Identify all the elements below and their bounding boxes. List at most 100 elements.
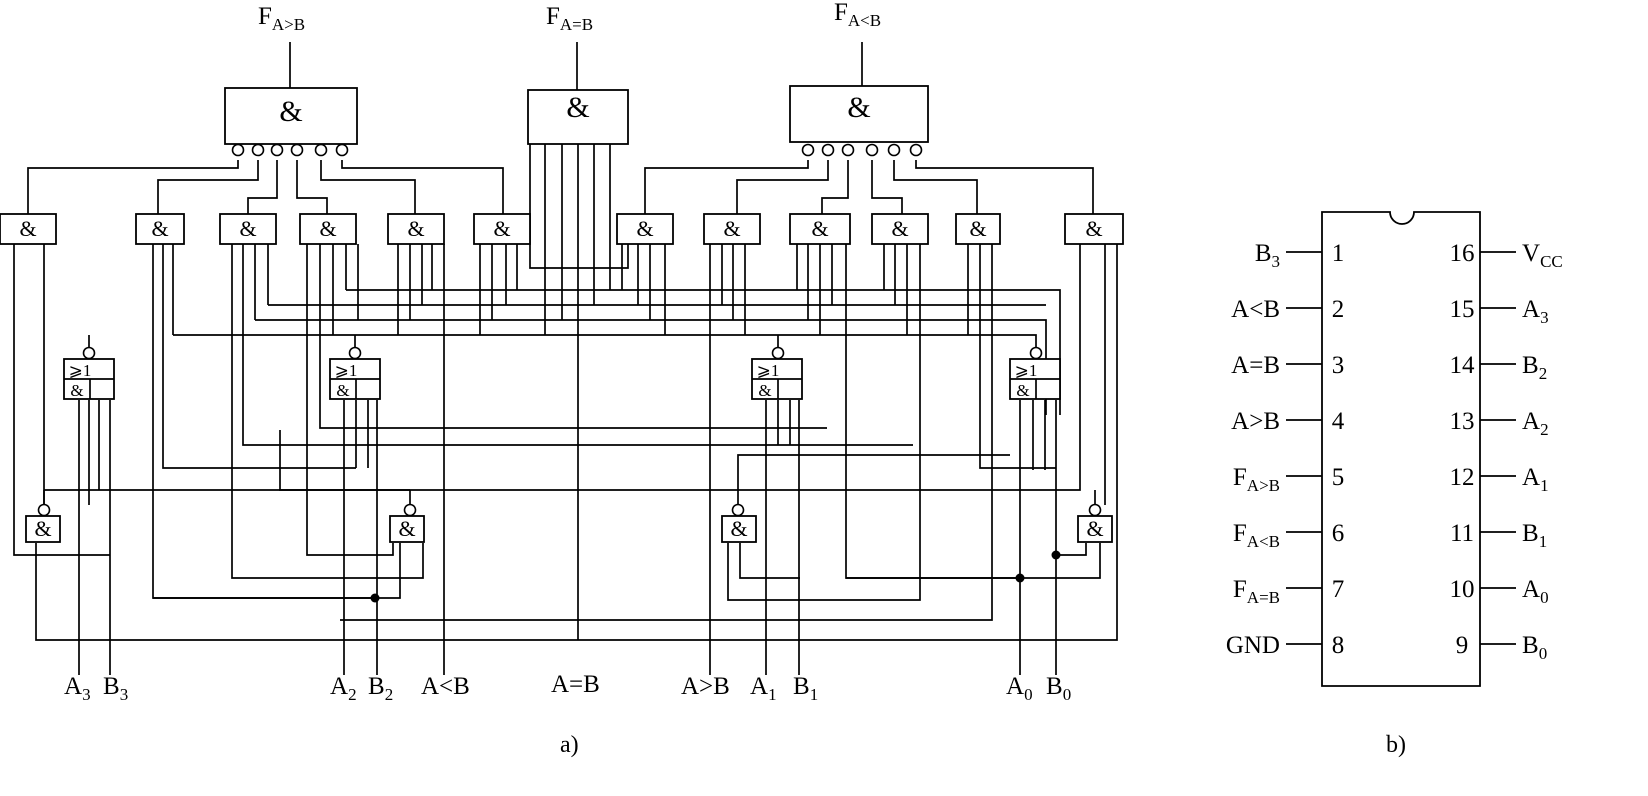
pin-number: 3 [1332,352,1345,379]
pin-number: 12 [1450,464,1475,491]
gate-symbol: & [407,216,424,241]
pin-number: 2 [1332,296,1345,323]
pin-label: A<B [1231,296,1280,323]
aoi-gate: ⩾1& [329,346,381,400]
junction-dot [370,593,380,603]
and-gate: & [955,213,1001,245]
and-gate-inverted: & [721,503,757,543]
gate-symbol: & [1085,216,1102,241]
pin-label: A>B [1231,408,1280,435]
aoi-gate: ⩾1& [751,346,803,400]
gate-symbol: & [969,216,986,241]
caption-b: b) [1386,732,1406,758]
gate-symbol: & [398,516,415,541]
pin-label: FA<B [1233,520,1280,551]
gate-or-symbol: ⩾1 [757,361,780,380]
chip-pin-right: 16 VCC [1450,240,1563,271]
pin-label: VCC [1522,240,1563,271]
output-gate-lt: & [789,85,929,157]
gate-symbol: & [566,91,589,124]
gate-or-symbol: ⩾1 [335,361,358,380]
gate-and-symbol: & [1016,381,1029,400]
pin-label: B2 [1522,352,1547,383]
chip-pin-right: 14 B2 [1450,352,1548,383]
output-label-gt: FA>B [258,3,305,34]
gates: & & & &&&&&&&&&&&& ⩾1&⩾1&⩾1&⩾1& &&&& [0,85,1124,543]
pin-label: A=B [1231,352,1280,379]
input-label-a1: A1 [750,673,777,704]
chip-pin-left: 8 GND [1226,632,1344,659]
and-gate: & [616,213,674,245]
pin-number: 13 [1450,408,1475,435]
gate-symbol: & [847,91,870,124]
chip-pin-left: 3 A=B [1231,352,1344,379]
input-label-b3: B3 [103,673,128,704]
chip-pin-left: 2 A<B [1231,296,1344,323]
input-labels: A3 B3 A2 B2 A<B A=B A>B A1 B1 A0 B0 [64,671,1071,704]
input-label-a2: A2 [330,673,357,704]
input-label-b0: B0 [1046,673,1071,704]
pin-number: 5 [1332,464,1345,491]
and-gate: & [789,213,851,245]
gate-symbol: & [811,216,828,241]
aoi-gate: ⩾1& [1009,346,1061,400]
chip-pin-left: 5FA>B [1233,464,1344,495]
junction-dot [1015,573,1025,583]
pin-label: A3 [1522,296,1549,327]
and-gate: & [135,213,185,245]
pin-label: B0 [1522,632,1547,663]
gate-symbol: & [723,216,740,241]
and-gate: & [299,213,357,245]
gate-symbol: & [34,516,51,541]
input-label-cascade-eq: A=B [551,671,600,698]
gate-symbol: & [151,216,168,241]
pin-number: 14 [1450,352,1476,379]
caption-a: a) [560,732,579,758]
chip-pin-left: 6 FA<B [1233,520,1344,551]
and-gate-inverted: & [25,503,61,543]
pin-number: 8 [1332,632,1345,659]
chip-pin-left: 1B3 [1255,240,1344,271]
and-gate: & [1064,213,1124,245]
pin-label: GND [1226,632,1280,659]
junction-dot [1051,550,1061,560]
input-label-b1: B1 [793,673,818,704]
pin-number: 1 [1332,240,1345,267]
chip-pin-right: 13 A2 [1450,408,1549,439]
aoi-gate: ⩾1& [63,346,115,400]
and-gate: & [703,213,761,245]
and-gate-inverted: & [389,503,425,543]
input-label-cascade-lt: A<B [421,673,470,700]
junction-dots [370,550,1061,603]
gate-symbol: & [279,95,302,128]
gate-and-symbol: & [70,381,83,400]
pin-number: 6 [1332,520,1345,547]
and-gate: & [871,213,929,245]
gate-symbol: & [493,216,510,241]
pin-number: 9 [1456,632,1469,659]
output-gate-eq: & [527,89,629,145]
gate-symbol: & [239,216,256,241]
and-gate: & [387,213,445,245]
input-label-a0: A0 [1006,673,1033,704]
pin-number: 16 [1450,240,1475,267]
input-label-a3: A3 [64,673,91,704]
output-gate-gt: & [224,87,358,157]
and-gate: & [0,213,57,245]
chip-pin-right: 9 B0 [1456,632,1547,663]
and-gate-inverted: & [1077,503,1113,543]
output-labels: FA>B FA=B FA<B [258,0,881,34]
wires [13,42,1118,675]
pin-number: 7 [1332,576,1345,603]
input-label-b2: B2 [368,673,393,704]
gate-symbol: & [19,216,36,241]
and-gate: & [473,213,531,245]
pin-label: A2 [1522,408,1549,439]
gate-symbol: & [891,216,908,241]
